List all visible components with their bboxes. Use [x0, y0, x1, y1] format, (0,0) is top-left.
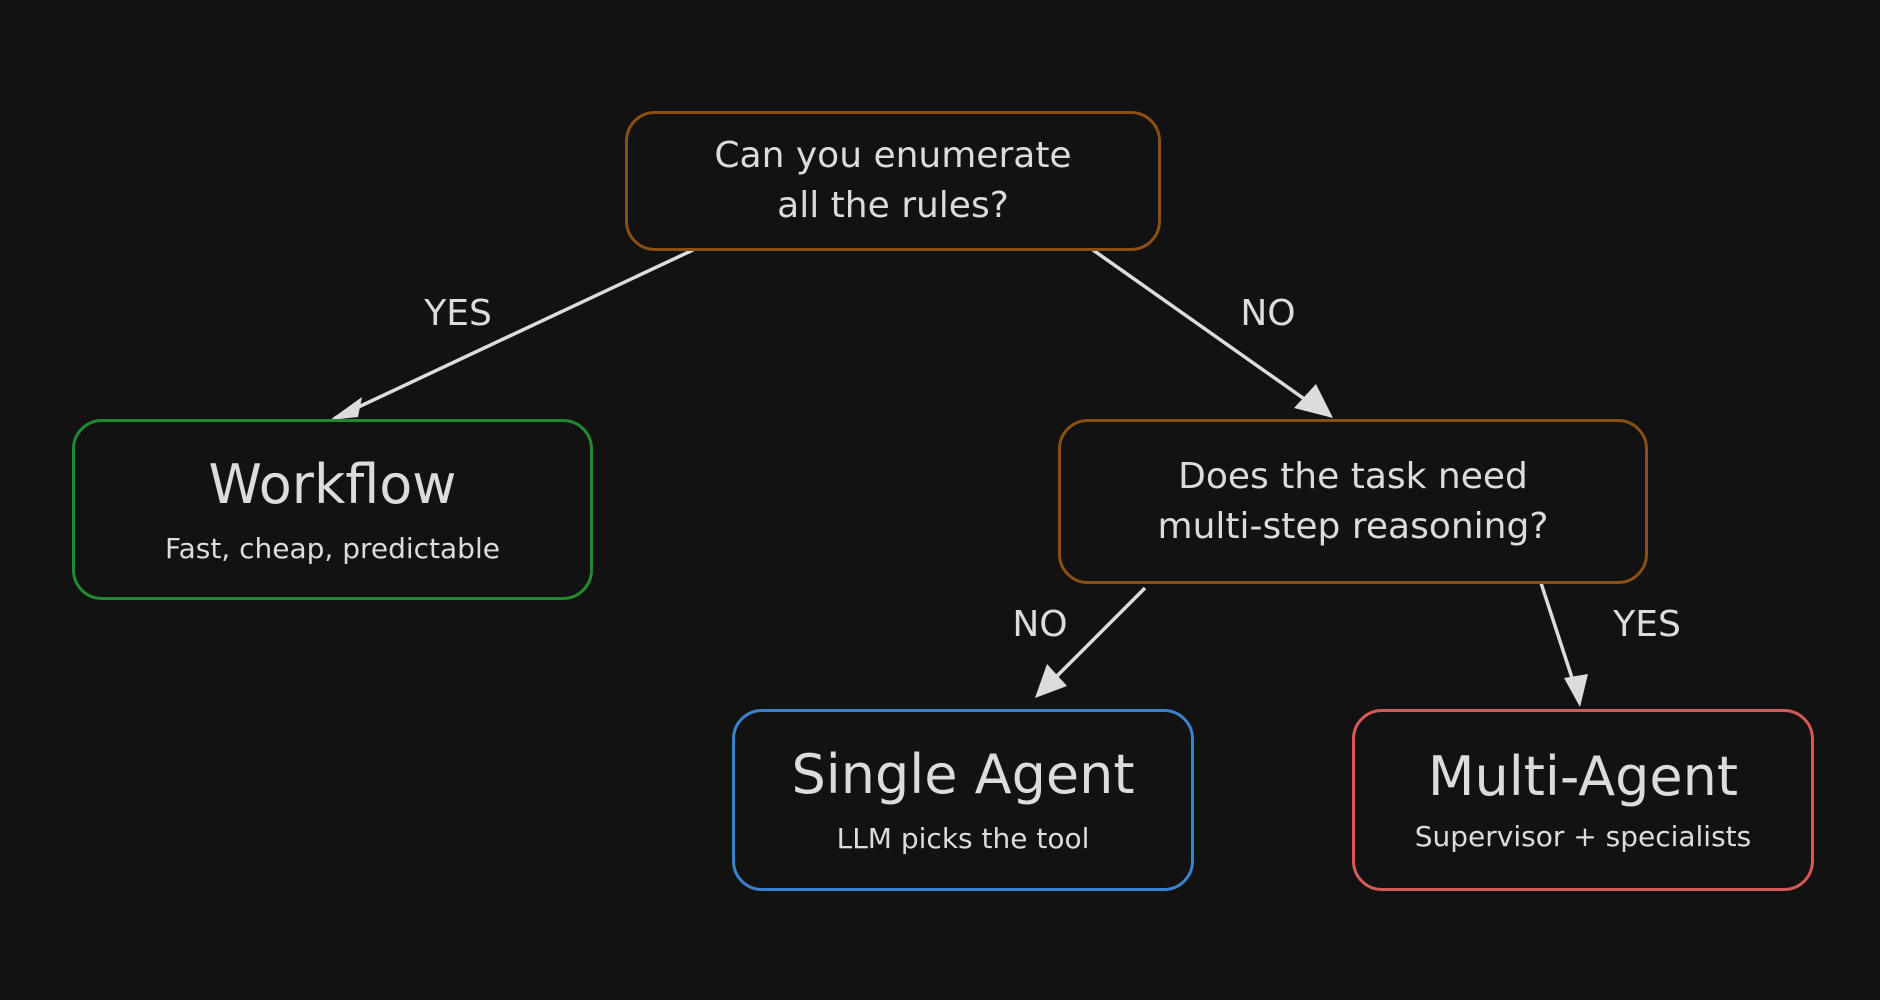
- edge-label-q1-no: NO: [1240, 293, 1296, 334]
- outcome-node-single-agent: Single Agent LLM picks the tool: [732, 709, 1194, 891]
- edge-label-q2-no: NO: [1012, 604, 1068, 645]
- outcome-node-workflow: Workflow Fast, cheap, predictable: [72, 419, 593, 600]
- edge-label-q2-yes: YES: [1613, 604, 1681, 645]
- outcome-subtitle: LLM picks the tool: [836, 822, 1090, 855]
- arrowhead-multi-agent: [1564, 674, 1588, 707]
- arrowhead-workflow: [330, 397, 362, 420]
- question-text: Can you enumerate all the rules?: [714, 135, 1072, 226]
- outcome-title: Multi-Agent: [1427, 745, 1739, 808]
- question-node-multi-step-reasoning: Does the task need multi-step reasoning?: [1058, 419, 1648, 584]
- edge-q2-to-multi-agent: [1539, 582, 1576, 685]
- edge-label-q1-yes: YES: [424, 293, 492, 334]
- outcome-node-multi-agent: Multi-Agent Supervisor + specialists: [1352, 709, 1814, 891]
- question-node-enumerate-rules: Can you enumerate all the rules?: [625, 111, 1161, 251]
- edge-q1-to-workflow: [334, 248, 694, 420]
- outcome-subtitle: Supervisor + specialists: [1414, 820, 1752, 853]
- arrowhead-single-agent: [1035, 664, 1067, 698]
- outcome-title: Workflow: [208, 452, 457, 516]
- arrowhead-q2: [1294, 384, 1333, 418]
- edge-q2-to-single-agent: [1045, 586, 1147, 688]
- question-text: Does the task need multi-step reasoning?: [1157, 455, 1549, 547]
- edge-q1-to-q2: [1091, 248, 1322, 412]
- outcome-subtitle: Fast, cheap, predictable: [165, 531, 500, 565]
- outcome-title: Single Agent: [791, 743, 1135, 806]
